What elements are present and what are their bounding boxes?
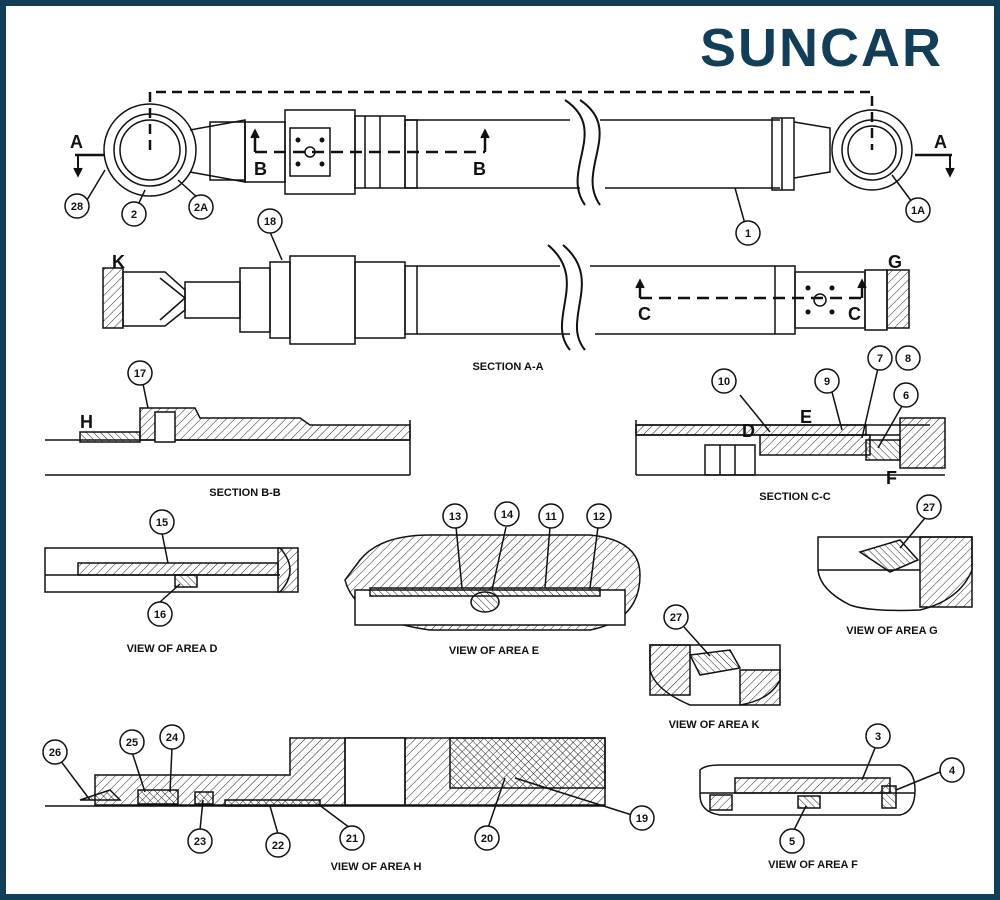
callout-24: 24 (166, 732, 179, 744)
callout-circle-17 (127, 360, 153, 386)
callout-22: 22 (272, 840, 284, 852)
callout-28: 28 (71, 201, 83, 213)
section-b-b-view (45, 383, 411, 476)
area-mark-f: F (886, 468, 897, 488)
cap-bolts (805, 285, 835, 315)
callout-16: 16 (154, 609, 166, 621)
callout-1a: 1A (911, 205, 925, 217)
callout-27-g: 27 (923, 502, 935, 514)
section-mark-a-left: A (70, 132, 83, 152)
callout-10: 10 (718, 376, 730, 388)
callout-4: 4 (949, 765, 956, 777)
section-mark-b-right: B (473, 159, 486, 179)
section-c-c-view (635, 367, 946, 476)
callouts-top (64, 193, 931, 246)
callout-circle-18 (257, 208, 283, 234)
callout-20: 20 (481, 833, 493, 845)
section-mark-b-left: B (254, 159, 267, 179)
brand-logo: SUNCAR (700, 18, 943, 78)
area-mark-e: E (800, 407, 812, 427)
view-area-f (699, 747, 941, 831)
section-mark-c-left: C (638, 304, 651, 324)
callout-circle-27-g (916, 494, 942, 520)
view-area-h-title: VIEW OF AREA H (331, 861, 422, 873)
callout-8: 8 (905, 353, 911, 365)
callout-circle-27-k (663, 604, 689, 630)
view-area-f-title: VIEW OF AREA F (768, 859, 858, 871)
callout-circle-16 (147, 601, 173, 627)
callouts-area-f (779, 723, 965, 854)
callout-23: 23 (194, 836, 206, 848)
callout-9: 9 (824, 376, 830, 388)
section-mark-g: G (888, 252, 902, 272)
section-c-c-title: SECTION C-C (759, 491, 831, 503)
view-area-g (817, 517, 973, 612)
callout-19: 19 (636, 813, 648, 825)
callout-2a: 2A (194, 202, 208, 214)
callout-12: 12 (593, 511, 605, 523)
callouts-c-c (711, 345, 921, 408)
view-area-d (44, 532, 299, 603)
section-b-b-title: SECTION B-B (209, 487, 281, 499)
callout-15: 15 (156, 517, 168, 529)
callout-3: 3 (875, 731, 881, 743)
callout-18: 18 (264, 216, 276, 228)
callout-2: 2 (131, 209, 137, 221)
callouts-area-e (442, 501, 612, 529)
section-mark-a-right: A (934, 132, 947, 152)
callout-7: 7 (877, 353, 883, 365)
callout-25: 25 (126, 737, 138, 749)
section-mark-c-right: C (848, 304, 861, 324)
view-area-g-title: VIEW OF AREA G (846, 625, 937, 637)
callout-13: 13 (449, 511, 461, 523)
view-area-h (45, 737, 633, 835)
callout-21: 21 (346, 833, 358, 845)
view-area-d-title: VIEW OF AREA D (127, 643, 218, 655)
view-area-e (344, 526, 641, 631)
view-area-e-title: VIEW OF AREA E (449, 645, 539, 657)
callout-circle-15 (149, 509, 175, 535)
view-area-k-title: VIEW OF AREA K (669, 719, 760, 731)
section-mark-k: K (112, 252, 125, 272)
callout-6: 6 (903, 390, 909, 402)
callout-5: 5 (789, 836, 795, 848)
callout-17: 17 (134, 368, 146, 380)
callout-1: 1 (745, 228, 751, 240)
callout-26: 26 (49, 747, 61, 759)
area-mark-h: H (80, 412, 93, 432)
callout-14: 14 (501, 509, 514, 521)
head-bolts (295, 137, 325, 167)
cylinder-outer-view (73, 90, 955, 225)
callout-11: 11 (545, 511, 557, 523)
section-a-a-title: SECTION A-A (472, 361, 543, 373)
area-mark-d: D (742, 421, 755, 441)
callouts-area-h (42, 724, 655, 858)
callout-27-k: 27 (670, 612, 682, 624)
section-a-a-view (102, 231, 910, 351)
view-area-k (649, 626, 781, 706)
